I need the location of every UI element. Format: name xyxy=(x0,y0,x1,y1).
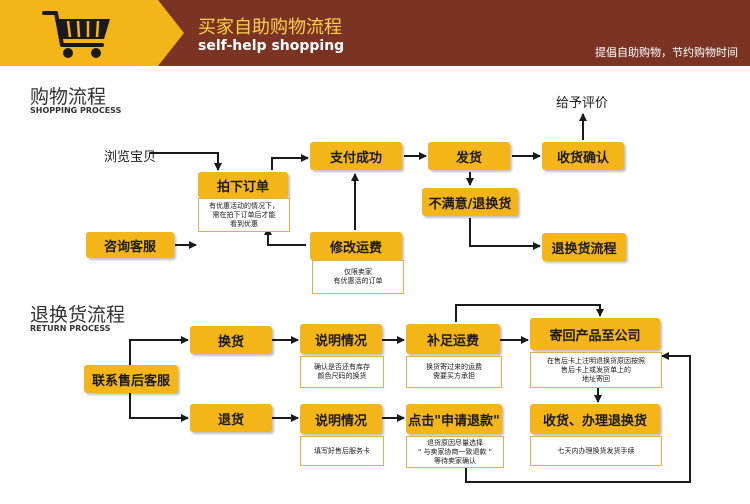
header-banner xyxy=(158,0,750,66)
consult-service-box: 咨询客服 xyxy=(86,232,174,258)
return-flow-box: 退换货流程 xyxy=(542,233,626,261)
apply-refund-note: 退货原因尽量选择 " 与卖家协商一致退款 " 等待卖家确认 xyxy=(406,436,504,468)
header-notch xyxy=(158,0,184,66)
shopping-section-title: 购物流程 xyxy=(30,86,107,108)
apply-refund-box: 点击"申请退款" xyxy=(406,404,502,434)
top-up-shipping-box: 补足运费 xyxy=(406,324,500,354)
explain-exchange-box: 说明情况 xyxy=(300,324,382,354)
top-up-shipping-note: 换货寄过来的运费 需要买方承担 xyxy=(406,356,502,388)
refund-box: 退货 xyxy=(190,404,272,432)
header-slogan: 提倡自助购物，节约购物时间 xyxy=(595,46,738,59)
unsatisfied-return-box: 不满意/退换货 xyxy=(422,188,518,216)
returns-section-title: 退换货流程 xyxy=(30,304,126,326)
receive-and-process-box: 收货、办理退换货 xyxy=(530,404,660,434)
confirm-receipt-box: 收货确认 xyxy=(542,142,624,170)
browse-items-step: 浏览宝贝 xyxy=(104,150,157,165)
place-order-box: 拍下订单 xyxy=(198,172,288,198)
send-back-product-box: 寄回产品至公司 xyxy=(530,318,660,350)
place-order-note: 有优惠活动的情况下， 需在拍下订单后才能 看到优惠 xyxy=(198,198,290,232)
header-logo-area xyxy=(0,0,158,66)
modify-shipping-box: 修改运费 xyxy=(310,232,402,260)
modify-shipping-note: 仅限卖家 有优惠活的订单 xyxy=(312,260,404,294)
header-title: 买家自助购物流程 xyxy=(198,17,342,38)
explain-refund-note: 填写好售后服务卡 xyxy=(300,436,384,466)
returns-section-subtitle: RETURN PROCESS xyxy=(30,324,111,333)
exchange-box: 换货 xyxy=(190,326,272,354)
header-subtitle: self-help shopping xyxy=(198,38,345,54)
receive-and-process-note: 七天内办理换货发货手续 xyxy=(530,436,662,466)
ship-box: 发货 xyxy=(428,142,510,170)
contact-after-sales-box: 联系售后客服 xyxy=(84,365,178,393)
send-back-product-note: 在售后卡上注明退换货原因按照 售后卡上或发货单上的 地址寄回 xyxy=(530,352,662,388)
explain-refund-box: 说明情况 xyxy=(300,404,382,434)
explain-exchange-note: 确认是否还有库存 颜色尺码的换货 xyxy=(300,356,384,388)
payment-success-box: 支付成功 xyxy=(310,142,402,170)
shopping-cart-icon xyxy=(42,11,110,58)
shopping-section-subtitle: SHOPPING PROCESS xyxy=(30,106,122,115)
give-review-step: 给予评价 xyxy=(556,96,609,111)
